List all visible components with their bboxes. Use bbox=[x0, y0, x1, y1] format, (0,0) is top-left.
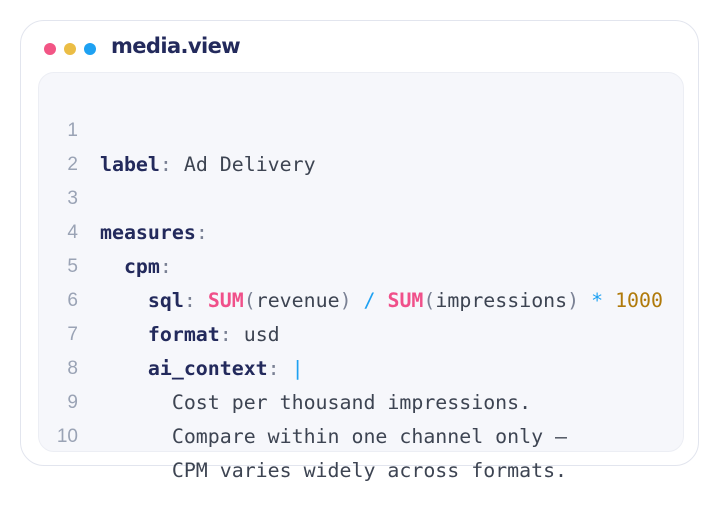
line-number: 4 bbox=[67, 222, 78, 243]
sql-column: revenue bbox=[255, 289, 340, 312]
line-number: 9 bbox=[67, 392, 78, 413]
code-line-2: 2 bbox=[39, 114, 683, 175]
code-line-8: 8 Cost per thousand impressions. bbox=[39, 318, 683, 414]
code-line-1: 1 label: Ad Delivery bbox=[39, 80, 683, 176]
line-number: 7 bbox=[67, 324, 78, 345]
code-line-5: 5 sql: SUM(revenue) / SUM(impressions) *… bbox=[39, 216, 683, 312]
block-scalar-pipe: | bbox=[279, 357, 304, 380]
yaml-key: cpm bbox=[123, 255, 160, 278]
line-number: 2 bbox=[67, 154, 78, 175]
colon: : bbox=[195, 221, 208, 244]
code-line-3: 3 measures: bbox=[39, 148, 683, 244]
code-editor-panel[interactable]: 1 label: Ad Delivery 2 3 measures: 4 cpm… bbox=[38, 72, 684, 482]
divide-operator: / bbox=[351, 289, 388, 312]
sql-function: SUM bbox=[387, 289, 424, 312]
paren: ( bbox=[243, 289, 256, 312]
colon: : bbox=[267, 357, 280, 380]
yaml-value: Ad Delivery bbox=[171, 153, 316, 176]
colon: : bbox=[159, 255, 172, 278]
line-number: 8 bbox=[67, 358, 78, 379]
code-line-10: 10 CPM varies widely across formats. bbox=[39, 386, 683, 482]
close-dot-icon[interactable] bbox=[44, 43, 56, 55]
yaml-key: measures bbox=[100, 221, 196, 244]
yaml-value: usd bbox=[231, 323, 280, 346]
line-number: 3 bbox=[67, 188, 78, 209]
maximize-dot-icon[interactable] bbox=[84, 43, 96, 55]
colon: : bbox=[219, 323, 232, 346]
code-line-9: 9 Compare within one channel only — bbox=[39, 352, 683, 448]
sql-function: SUM bbox=[207, 289, 244, 312]
code-content: sql: SUM(revenue) / SUM(impressions) * 1… bbox=[100, 284, 663, 318]
line-number: 5 bbox=[67, 256, 78, 277]
window-title: media.view bbox=[111, 34, 241, 58]
window-titlebar: media.view bbox=[21, 21, 698, 73]
block-text: Compare within one channel only — bbox=[100, 425, 568, 448]
yaml-key: sql bbox=[147, 289, 184, 312]
colon: : bbox=[183, 289, 196, 312]
paren: ) bbox=[339, 289, 352, 312]
minimize-dot-icon[interactable] bbox=[64, 43, 76, 55]
block-text: Cost per thousand impressions. bbox=[100, 391, 532, 414]
multiply-operator: * bbox=[579, 289, 616, 312]
code-content: cpm: bbox=[100, 250, 172, 284]
line-number: 6 bbox=[67, 290, 78, 311]
code-line-6: 6 format: usd bbox=[39, 250, 683, 346]
code-content: format: usd bbox=[100, 318, 280, 352]
code-line-7: 7 ai_context: | bbox=[39, 284, 683, 380]
code-line-4: 4 cpm: bbox=[39, 182, 683, 278]
paren: ( bbox=[423, 289, 436, 312]
code-window-card: media.view 1 label: Ad Delivery 2 3 meas… bbox=[20, 20, 699, 482]
code-lines: 1 label: Ad Delivery 2 3 measures: 4 cpm… bbox=[39, 80, 683, 482]
yaml-key: label bbox=[100, 153, 160, 176]
number-literal: 1000 bbox=[615, 289, 663, 312]
yaml-key: format bbox=[147, 323, 220, 346]
code-content: measures: bbox=[100, 216, 208, 250]
colon: : bbox=[159, 153, 172, 176]
code-content: ai_context: | bbox=[100, 352, 304, 386]
yaml-key: ai_context bbox=[147, 357, 268, 380]
block-text: CPM varies widely across formats. bbox=[100, 459, 568, 482]
line-number: 1 bbox=[67, 120, 78, 141]
code-content: label: Ad Delivery bbox=[100, 148, 316, 182]
sql-column: impressions bbox=[435, 289, 568, 312]
paren: ) bbox=[567, 289, 580, 312]
line-number: 10 bbox=[56, 426, 78, 447]
